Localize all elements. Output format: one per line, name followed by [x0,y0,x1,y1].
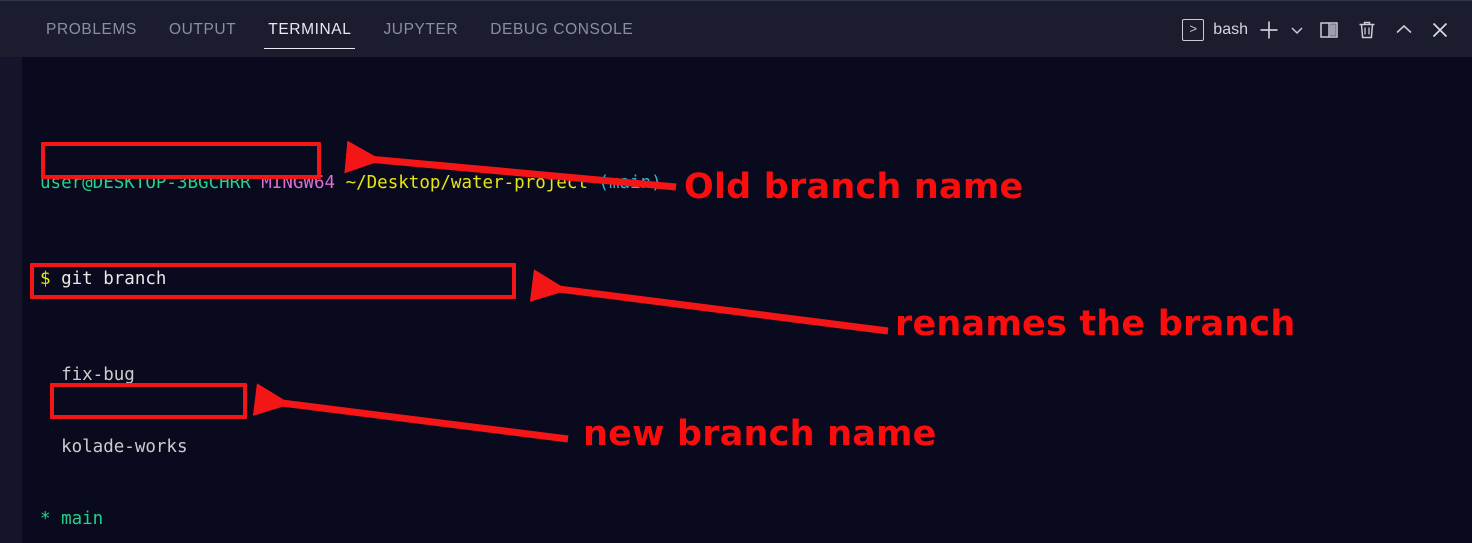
split-panel-icon[interactable] [1310,1,1348,58]
branch-main-current: * main [40,509,104,529]
command-line: $ git branch [40,267,662,291]
terminal-output-area[interactable]: user@DESKTOP-3BGCHRR MINGW64 ~/Desktop/w… [0,57,1472,543]
prompt-line: user@DESKTOP-3BGCHRR MINGW64 ~/Desktop/w… [40,171,662,195]
tab-debug-console-label: DEBUG CONSOLE [490,20,634,38]
branch-list-item: fix-bug [40,363,662,387]
panel-tab-list: PROBLEMS OUTPUT TERMINAL JUPYTER DEBUG C… [30,1,649,58]
plus-icon[interactable] [1254,1,1284,58]
prompt-sigil: $ [40,269,51,289]
terminal-left-gutter [0,57,22,543]
branch-list-item: * main [40,507,662,531]
shell-name-label: bash [1213,20,1248,38]
terminal-text-buffer: user@DESKTOP-3BGCHRR MINGW64 ~/Desktop/w… [40,75,662,543]
terminal-chevron-icon: > [1182,18,1205,41]
tab-active-underline [264,47,356,49]
chevron-up-icon[interactable] [1386,1,1422,58]
chevron-down-icon[interactable] [1284,1,1310,58]
tab-terminal-label: TERMINAL [268,20,352,38]
tab-jupyter[interactable]: JUPYTER [367,1,474,58]
branch-fix-bug: fix-bug [40,365,135,385]
panel-toolbar: > bash [1176,1,1458,58]
tab-terminal[interactable]: TERMINAL [252,1,367,58]
tab-problems-label: PROBLEMS [46,20,137,38]
prompt-user-host: user@DESKTOP-3BGCHRR [40,173,251,193]
prompt-shell: MINGW64 [261,173,336,193]
prompt-branch: (main) [598,173,662,193]
trash-icon[interactable] [1348,1,1386,58]
tab-jupyter-label: JUPYTER [383,20,459,38]
command-git-branch: git branch [50,269,167,289]
panel-header: PROBLEMS OUTPUT TERMINAL JUPYTER DEBUG C… [0,0,1472,57]
tab-output-label: OUTPUT [168,20,237,38]
tab-output[interactable]: OUTPUT [153,1,252,58]
branch-kolade-works: kolade-works [40,437,188,457]
tab-problems[interactable]: PROBLEMS [30,1,153,58]
active-terminal-selector[interactable]: > bash [1176,1,1254,58]
prompt-path: ~/Desktop/water-project [345,173,588,193]
branch-list-item: kolade-works [40,435,662,459]
tab-debug-console[interactable]: DEBUG CONSOLE [474,1,649,58]
close-x-icon[interactable] [1422,1,1458,58]
